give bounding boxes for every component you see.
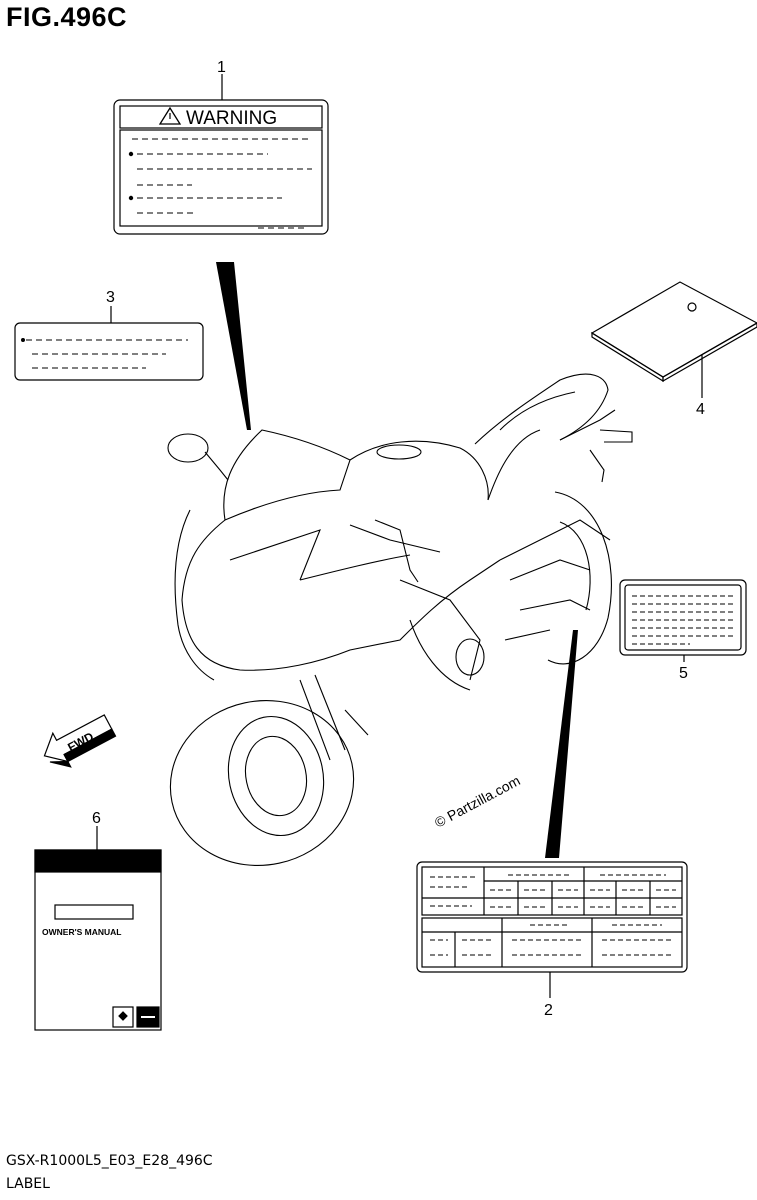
pointer-wedge-2 bbox=[545, 630, 578, 858]
part-3-label[interactable] bbox=[14, 322, 204, 381]
figure-code: GSX-R1000L5_E03_E28_496C bbox=[6, 1153, 213, 1169]
figure-name: LABEL bbox=[6, 1176, 50, 1192]
watermark-text: © Partzilla.com bbox=[432, 772, 523, 830]
part-6-owners-manual[interactable] bbox=[34, 849, 162, 1031]
part-1-warning-label[interactable] bbox=[113, 99, 329, 235]
part-4-label-sheet[interactable] bbox=[590, 281, 757, 383]
callout-number-4: 4 bbox=[696, 401, 705, 418]
forward-direction-arrow bbox=[43, 714, 117, 768]
part-5-label[interactable] bbox=[619, 579, 747, 656]
callout-number-3: 3 bbox=[106, 289, 115, 306]
callout-number-2: 2 bbox=[544, 1002, 553, 1019]
callout-number-1: 1 bbox=[217, 59, 226, 76]
part-2-table-label[interactable] bbox=[416, 861, 688, 973]
manual-cover-title: OWNER'S MANUAL bbox=[42, 927, 121, 937]
pointer-wedge-1 bbox=[216, 262, 251, 430]
brand-logo-icon bbox=[118, 1011, 128, 1021]
callout-number-5: 5 bbox=[679, 665, 688, 682]
warning-heading: WARNING bbox=[186, 108, 277, 129]
figure-title: FIG.496C bbox=[6, 2, 128, 32]
callout-number-6: 6 bbox=[92, 810, 101, 827]
motorcycle-illustration bbox=[167, 373, 633, 867]
